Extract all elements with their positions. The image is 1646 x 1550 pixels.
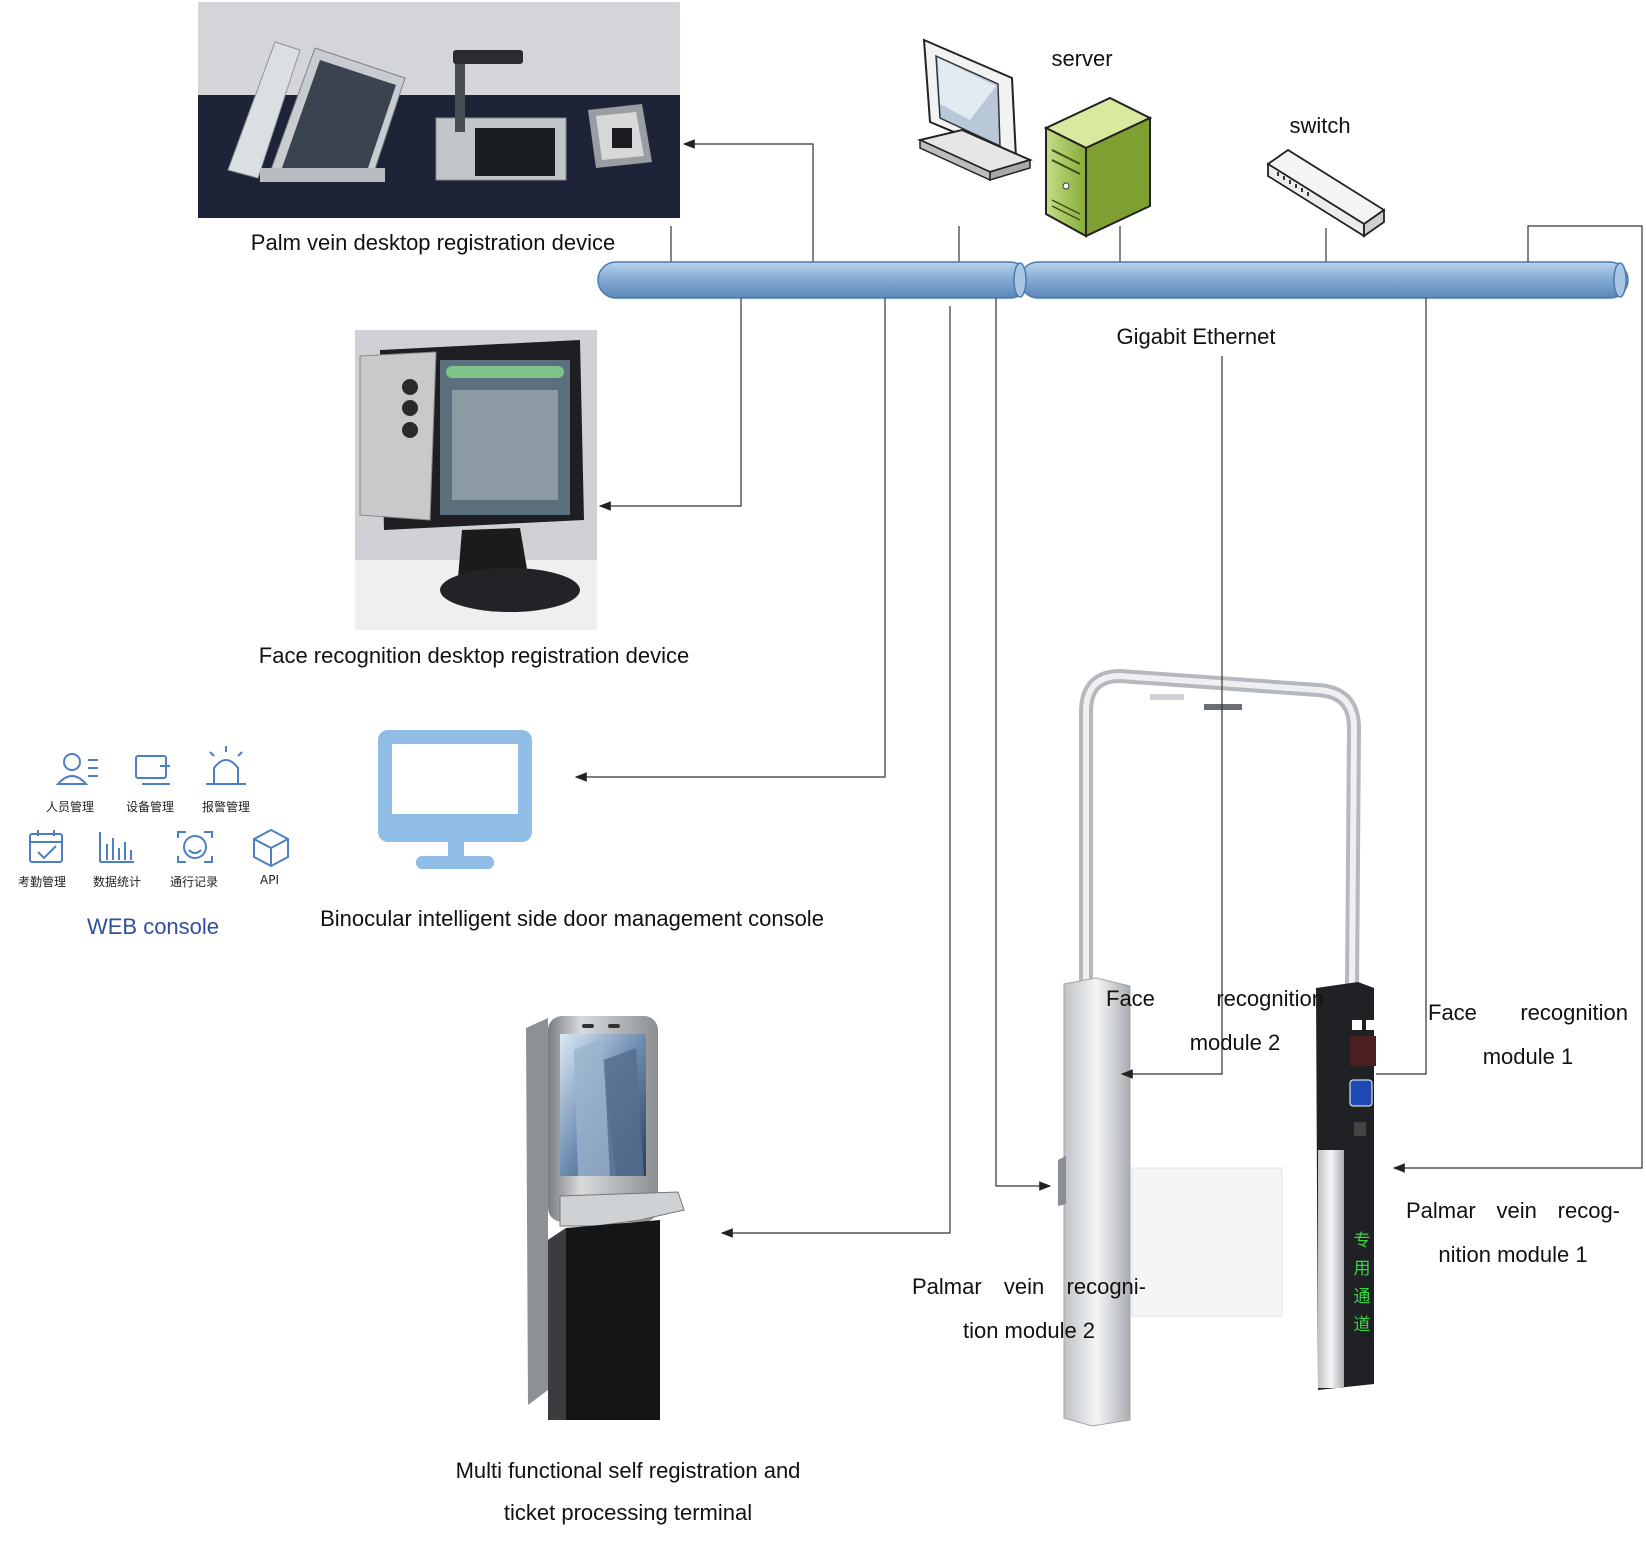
link-palm-module-1 <box>1392 225 1643 1173</box>
cube-icon <box>253 828 289 868</box>
link-face-module-1 <box>1376 298 1427 1075</box>
management-console-monitor-icon <box>378 730 532 869</box>
device-icon <box>135 755 170 785</box>
face-module-1-label: Face recognition module 1 <box>1428 1000 1628 1070</box>
server-label: server <box>1051 46 1112 71</box>
palm-module-1-word: recog- <box>1557 1198 1620 1223</box>
web-console-item-label: API <box>260 873 279 887</box>
palm-module-1-label: Palmar vein recog- nition module 1 <box>1406 1198 1620 1268</box>
switch-icon <box>1266 148 1386 238</box>
link-management-console <box>574 298 886 782</box>
face-module-2-label: Face recognition module 2 <box>1106 986 1324 1056</box>
palm-vein-desktop-device-image <box>198 2 680 218</box>
palm-module-2-word: vein <box>1003 1274 1045 1299</box>
calendar-check-icon <box>29 830 63 863</box>
palm-module-2-line2: tion module 2 <box>962 1318 1096 1343</box>
web-console-icons <box>29 746 289 868</box>
web-console-label: WEB console <box>86 914 220 939</box>
face-module-2-word: recognition <box>1216 986 1324 1011</box>
management-console-label: Binocular intelligent side door manageme… <box>320 906 824 931</box>
face-scan-icon <box>177 831 213 863</box>
gate-sign-text: 专 用 通 道 <box>1354 1231 1371 1335</box>
web-console-item-label: 数据统计 <box>93 875 142 889</box>
connector-lines-top <box>670 226 1327 262</box>
alarm-light-icon <box>206 746 246 785</box>
gate-sign-char-3: 通 <box>1354 1287 1371 1307</box>
face-desktop-label: Face recognition desktop registration de… <box>259 643 689 668</box>
kiosk-label-line2: ticket processing terminal <box>504 1500 752 1525</box>
palm-module-1-word: Palmar <box>1406 1198 1476 1223</box>
palm-module-1-word: vein <box>1496 1198 1537 1223</box>
person-list-icon <box>55 753 98 785</box>
access-gate-image <box>1058 668 1376 1427</box>
web-console-item-label: 考勤管理 <box>18 875 67 889</box>
server-icon <box>1043 96 1153 238</box>
palm-desktop-label: Palm vein desktop registration device <box>251 230 615 255</box>
web-console-item-label: 设备管理 <box>126 800 175 814</box>
face-module-1-word: recognition <box>1520 1000 1628 1025</box>
link-palm-desktop <box>682 139 814 262</box>
web-console-item-label: 通行记录 <box>170 875 219 889</box>
link-palm-module-2 <box>995 298 1052 1191</box>
bar-chart-icon <box>99 832 134 863</box>
face-desktop-device-image <box>355 330 597 630</box>
palm-module-2-word: Palmar <box>912 1274 982 1299</box>
face-module-2-line2: module 2 <box>1189 1030 1281 1055</box>
face-module-1-line2: module 1 <box>1482 1044 1574 1069</box>
workstation-icon <box>916 38 1033 182</box>
gate-sign-char-4: 道 <box>1354 1315 1371 1335</box>
link-face-module-2 <box>1120 356 1223 1079</box>
palm-module-2-label: Palmar vein recogni- tion module 2 <box>912 1274 1146 1344</box>
gate-sign-char-1: 专 <box>1354 1231 1371 1251</box>
face-module-2-word: Face <box>1106 986 1155 1011</box>
web-console-item-label: 报警管理 <box>202 800 251 814</box>
face-module-1-word: Face <box>1428 1000 1477 1025</box>
gigabit-ethernet-label: Gigabit Ethernet <box>1117 324 1276 349</box>
web-console-item-label: 人员管理 <box>46 800 95 814</box>
switch-label: switch <box>1289 113 1350 138</box>
link-kiosk <box>720 306 951 1238</box>
gate-sign-char-2: 用 <box>1354 1259 1371 1279</box>
self-service-kiosk-image <box>526 1016 685 1420</box>
kiosk-label-line1: Multi functional self registration and <box>456 1458 801 1483</box>
palm-module-2-word: recogni- <box>1066 1274 1146 1299</box>
palm-module-1-line2: nition module 1 <box>1438 1242 1588 1267</box>
link-face-desktop <box>598 298 742 511</box>
gigabit-ethernet-bus <box>597 261 1629 299</box>
